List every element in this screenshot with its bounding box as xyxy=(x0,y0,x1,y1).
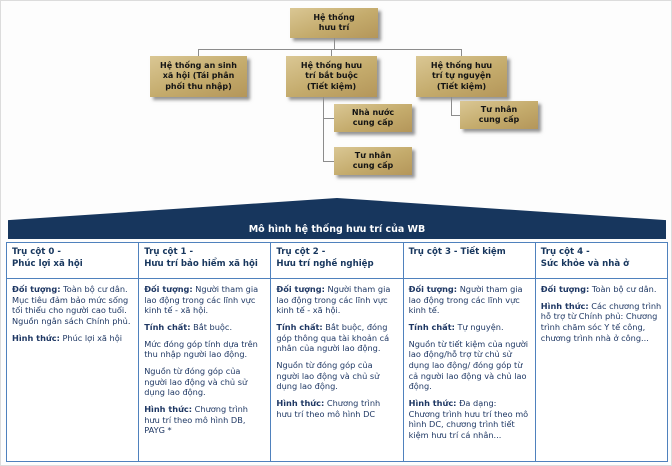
pillar2-body: Đối tượng: Người tham gia lao động trong… xyxy=(271,279,404,462)
cell-paragraph: Hình thức: Đa dạng: Chương trình hưu trí… xyxy=(409,398,530,441)
pillar4-body: Đối tượng: Toàn bộ cư dân. Hình thức: Cá… xyxy=(535,279,668,462)
cell-paragraph: Tính chất: Bắt buộc. xyxy=(144,322,265,333)
field-text: Phúc lợi xã hội xyxy=(62,332,123,343)
field-text: Nguồn từ đóng góp của người lao động và … xyxy=(144,365,248,398)
cell-paragraph: Nguồn từ tiết kiệm của người lao động/hỗ… xyxy=(409,339,530,392)
field-text: Toàn bộ cư dân. xyxy=(591,284,657,294)
cell-paragraph: Đối tượng: Người tham gia lao động trong… xyxy=(144,284,265,316)
connector-line xyxy=(323,161,334,162)
field-label: Hình thức: xyxy=(540,300,589,311)
pillar2-header: Trụ cột 2 - Hưu trí nghề nghiệp xyxy=(271,243,404,279)
cell-paragraph: Đối tượng: Người tham gia lao động trong… xyxy=(409,284,530,316)
cell-paragraph: Hình thức: Phúc lợi xã hội xyxy=(12,333,133,344)
field-label: Đối tượng: xyxy=(276,284,325,294)
field-label: Hình thức: xyxy=(408,397,457,408)
node-state-provider: Nhà nước cung cấp xyxy=(334,104,412,132)
pillar0-body: Đối tượng: Toàn bộ cư dân. Mục tiêu đảm … xyxy=(7,279,140,462)
field-label: Tính chất: xyxy=(276,321,323,332)
pillar1-header: Trụ cột 1 - Hưu trí bảo hiểm xã hội xyxy=(139,243,272,279)
pillar4-header: Trụ cột 4 - Sức khỏe và nhà ở xyxy=(535,243,668,279)
pillar3-body: Đối tượng: Người tham gia lao động trong… xyxy=(403,279,536,462)
node-mandatory-pension: Hệ thống hưu trí bắt buộc (Tiết kiệm) xyxy=(286,56,377,97)
connector-line xyxy=(451,97,452,115)
field-label: Tính chất: xyxy=(144,321,191,332)
connector-line xyxy=(323,97,324,161)
field-text: Nguồn từ tiết kiệm của người lao động/hỗ… xyxy=(408,338,529,392)
node-pension-system: Hệ thống hưu trí xyxy=(290,8,378,38)
node-social-security: Hệ thống an sinh xã hội (Tái phân phối t… xyxy=(150,56,247,97)
field-label: Hình thức: xyxy=(144,403,193,414)
cell-paragraph: Đối tượng: Người tham gia lao động trong… xyxy=(276,284,397,316)
field-text: Nguồn từ đóng góp của người lao động và … xyxy=(276,359,380,392)
field-label: Đối tượng: xyxy=(144,284,193,294)
field-text: Người tham gia lao động trong các lĩnh v… xyxy=(276,284,391,316)
cell-paragraph: Tính chất: Bắt buộc, đóng góp thông qua … xyxy=(276,322,397,354)
cell-paragraph: Hình thức: Chương trình hưu trí theo mô … xyxy=(144,404,265,436)
field-text: Toàn bộ cư dân. Mục tiêu đảm bảo mức sốn… xyxy=(12,284,131,326)
field-text: Các chương trình hỗ trợ từ Chính phủ: Ch… xyxy=(540,300,662,343)
field-label: Hình thức: xyxy=(12,332,60,343)
field-label: Tính chất: xyxy=(408,321,455,332)
field-label: Đối tượng: xyxy=(12,284,61,294)
pillar-table: Trụ cột 0 - Phúc lợi xã hội Trụ cột 1 - … xyxy=(6,242,668,462)
cell-paragraph: Hình thức: Các chương trình hỗ trợ từ Ch… xyxy=(541,301,662,344)
connector-line xyxy=(198,49,461,50)
field-text: Mức đóng góp tính dựa trên thu nhập ngườ… xyxy=(144,338,258,360)
cell-paragraph: Mức đóng góp tính dựa trên thu nhập ngườ… xyxy=(144,339,265,360)
cell-paragraph: Nguồn từ đóng góp của người lao động và … xyxy=(144,366,265,398)
field-text: Tự nguyện. xyxy=(457,321,504,332)
banner-title: Mô hình hệ thống hưu trí của WB xyxy=(248,224,426,235)
node-private-provider-voluntary: Tư nhân cung cấp xyxy=(460,101,538,129)
field-text: Bắt buộc, đóng góp thông qua tài khoản c… xyxy=(276,321,390,354)
connector-line xyxy=(461,49,462,56)
cell-paragraph: Hình thức: Chương trình hưu trí theo mô … xyxy=(276,398,397,419)
field-text: Bắt buộc. xyxy=(193,321,233,332)
cell-paragraph: Đối tượng: Toàn bộ cư dân. Mục tiêu đảm … xyxy=(12,284,133,327)
field-label: Đối tượng: xyxy=(540,284,590,294)
pillar1-body: Đối tượng: Người tham gia lao động trong… xyxy=(139,279,272,462)
field-text: Người tham gia lao động trong các lĩnh v… xyxy=(408,284,523,316)
field-text: Chương trình hưu trí theo mô hình DC xyxy=(276,397,381,419)
connector-line xyxy=(451,115,460,116)
connector-line xyxy=(331,49,332,56)
cell-paragraph: Nguồn từ đóng góp của người lao động và … xyxy=(276,360,397,392)
connector-line xyxy=(323,118,334,119)
field-text: Đa dạng: Chương trình hưu trí theo mô hì… xyxy=(408,397,529,440)
node-voluntary-pension: Hệ thống hưu trí tự nguyện (Tiết kiệm) xyxy=(416,56,507,97)
connector-line xyxy=(334,38,335,49)
node-private-provider-mandatory: Tư nhân cung cấp xyxy=(334,147,412,175)
pillar3-header: Trụ cột 3 - Tiết kiệm xyxy=(403,243,536,279)
field-label: Hình thức: xyxy=(276,397,325,408)
cell-paragraph: Tính chất: Tự nguyện. xyxy=(409,322,530,333)
field-label: Đối tượng: xyxy=(408,284,458,294)
field-text: Người tham gia lao động trong các lĩnh v… xyxy=(144,284,259,316)
field-text: Chương trình hưu trí theo mô hình DB, PA… xyxy=(144,403,248,436)
connector-line xyxy=(198,49,199,56)
wb-model-banner: Mô hình hệ thống hưu trí của WB xyxy=(8,198,666,239)
cell-paragraph: Đối tượng: Toàn bộ cư dân. xyxy=(541,284,662,295)
pillar0-header: Trụ cột 0 - Phúc lợi xã hội xyxy=(7,243,140,279)
